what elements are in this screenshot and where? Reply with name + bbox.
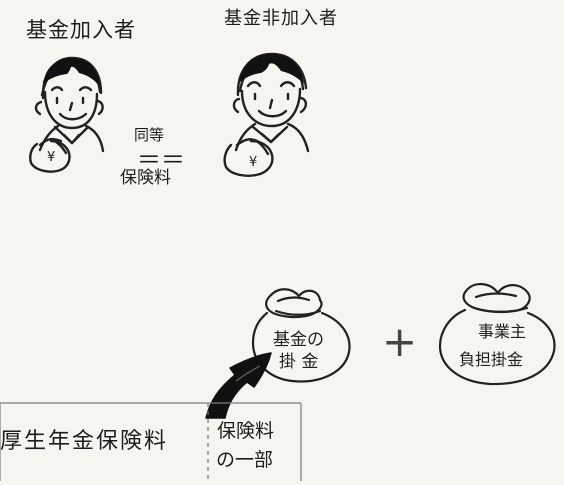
plus-sign: + <box>382 317 418 366</box>
equal-label-bottom: 保険料 <box>120 168 171 188</box>
right-person-hair <box>239 54 304 84</box>
insurance-portion-label-line-1: 保険料 <box>217 420 275 442</box>
arrow-to-fund-bag <box>205 352 272 419</box>
employer-bag-label-line-1: 事業主 <box>478 322 527 341</box>
insurance-portion-label-line-2: の一部 <box>216 449 274 471</box>
fund-bag-label-line-1: 基金の <box>273 330 324 350</box>
fund-contribution-bag-outline <box>251 288 351 383</box>
fund-bag-label-line-2: 掛 金 <box>279 352 319 372</box>
equal-mark: ＝＝ <box>137 146 185 174</box>
left-person-hair <box>44 58 100 86</box>
employer-bag-label-line-2: 負担掛金 <box>459 350 524 369</box>
left-person-figure <box>29 56 105 173</box>
right-person-label: 基金非加入者 <box>224 8 338 29</box>
right-yen-symbol: ¥ <box>249 155 258 170</box>
pension-insurance-label: 厚生年金保険料 <box>0 429 169 454</box>
left-person-label: 基金加入者 <box>26 18 136 42</box>
left-yen-symbol: ¥ <box>47 150 56 165</box>
insurance-box <box>0 402 302 481</box>
employer-bag-outline <box>438 283 556 386</box>
equal-label-top: 同等 <box>134 126 165 144</box>
